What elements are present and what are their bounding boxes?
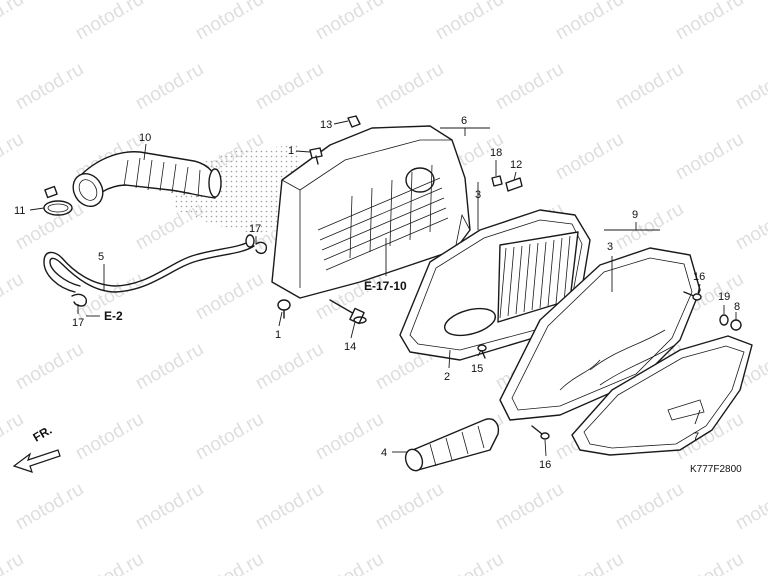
- callout-11: 11: [14, 205, 25, 217]
- screw-part-16-b: [531, 425, 550, 440]
- air-cleaner-case-part: [271, 125, 471, 299]
- intake-tube-part: [72, 151, 222, 208]
- watermark-text: motod.ru: [372, 479, 447, 535]
- watermark-text: motod.ru: [552, 549, 627, 576]
- watermark-text: motod.ru: [732, 479, 768, 535]
- watermark-text: motod.ru: [12, 339, 87, 395]
- watermark-text: motod.ru: [0, 269, 27, 325]
- screw-part-bottom: [277, 299, 291, 319]
- watermark-text: motod.ru: [0, 409, 27, 465]
- leader-lines: [29, 120, 737, 457]
- callout-10: 10: [139, 132, 151, 144]
- watermark-text: motod.ru: [312, 0, 387, 44]
- watermark-text: motod.ru: [672, 549, 747, 576]
- watermark-text: motod.ru: [12, 479, 87, 535]
- drain-tube-part: [43, 234, 255, 293]
- watermark-text: motod.ru: [252, 59, 327, 115]
- watermark-text: motod.ru: [132, 59, 207, 115]
- callout-1-top: 1: [288, 145, 294, 157]
- watermark-text: motod.ru: [0, 549, 27, 576]
- reference-e1710: E-17-10: [364, 279, 407, 293]
- callout-19: 19: [718, 291, 730, 303]
- callout-15: 15: [471, 363, 483, 375]
- callout-3-a: 3: [475, 189, 481, 201]
- watermark-text: motod.ru: [0, 129, 27, 185]
- watermark-text: motod.ru: [492, 479, 567, 535]
- callout-1-bottom: 1: [275, 329, 281, 341]
- watermark-text: motod.ru: [732, 59, 768, 115]
- watermark-text: motod.ru: [192, 549, 267, 576]
- clip-part-a: [71, 293, 87, 307]
- watermark-text: motod.ru: [612, 479, 687, 535]
- watermark-text: motod.ru: [672, 129, 747, 185]
- callout-16-a: 16: [693, 271, 705, 283]
- watermark-text: motod.ru: [552, 129, 627, 185]
- bolt-part: [329, 299, 367, 325]
- diagram-code: K777F2800: [690, 464, 742, 475]
- collar-part: [505, 177, 523, 192]
- watermark-text: motod.ru: [732, 199, 768, 255]
- watermark-text: motod.ru: [612, 59, 687, 115]
- air-cleaner-cover-part: [499, 247, 701, 421]
- screw-part-16-a: [683, 291, 702, 301]
- washer-part-19: [719, 314, 729, 326]
- callout-9: 9: [632, 209, 638, 221]
- watermark-text: motod.ru: [252, 339, 327, 395]
- watermark-text: motod.ru: [72, 549, 147, 576]
- nut-part-8: [730, 319, 742, 331]
- front-label: FR.: [31, 423, 55, 445]
- watermark-text: motod.ru: [312, 409, 387, 465]
- callout-18: 18: [490, 147, 502, 159]
- watermark-text: motod.ru: [72, 0, 147, 44]
- callout-6: 6: [461, 115, 467, 127]
- reference-e2: E-2: [104, 309, 123, 323]
- screw-part-top: [309, 147, 323, 165]
- watermark-text: motod.ru: [192, 269, 267, 325]
- callout-14: 14: [344, 341, 356, 353]
- watermark-text: motod.ru: [132, 479, 207, 535]
- watermark-text: motod.ru: [372, 59, 447, 115]
- watermark-text: motod.ru: [552, 0, 627, 44]
- callout-2: 2: [444, 371, 450, 383]
- watermark-text: motod.ru: [132, 339, 207, 395]
- watermark-text: motod.ru: [192, 409, 267, 465]
- small-clip-part: [347, 115, 361, 128]
- watermark-text: motod.ru: [432, 0, 507, 44]
- watermark-text: motod.ru: [12, 59, 87, 115]
- screw-part-15: [477, 344, 487, 359]
- callout-3-b: 3: [607, 241, 613, 253]
- rubber-seal-part: [491, 175, 503, 187]
- snorkel-duct-part: [404, 418, 500, 472]
- callout-5: 5: [98, 251, 104, 263]
- watermark-text: motod.ru: [672, 0, 747, 44]
- watermark-text: motod.ru: [612, 199, 687, 255]
- callout-7: 7: [693, 431, 699, 443]
- clip-part-b: [255, 241, 268, 255]
- callout-8: 8: [734, 301, 740, 313]
- watermark-text: motod.ru: [72, 409, 147, 465]
- callout-4: 4: [381, 447, 387, 459]
- callout-12: 12: [510, 159, 522, 171]
- hose-clamp-part: [43, 185, 73, 216]
- watermark-text: motod.ru: [192, 0, 267, 44]
- watermark-text: motod.ru: [312, 549, 387, 576]
- watermark-text: motod.ru: [0, 0, 27, 44]
- outer-cover-part: [571, 335, 753, 456]
- watermark-text: motod.ru: [252, 479, 327, 535]
- watermark-text: motod.ru: [432, 549, 507, 576]
- callout-17-b: 17: [249, 223, 261, 235]
- callout-17-a: 17: [72, 317, 84, 329]
- watermark-text: motod.ru: [492, 59, 567, 115]
- callout-13: 13: [320, 119, 332, 131]
- callout-16-b: 16: [539, 459, 551, 471]
